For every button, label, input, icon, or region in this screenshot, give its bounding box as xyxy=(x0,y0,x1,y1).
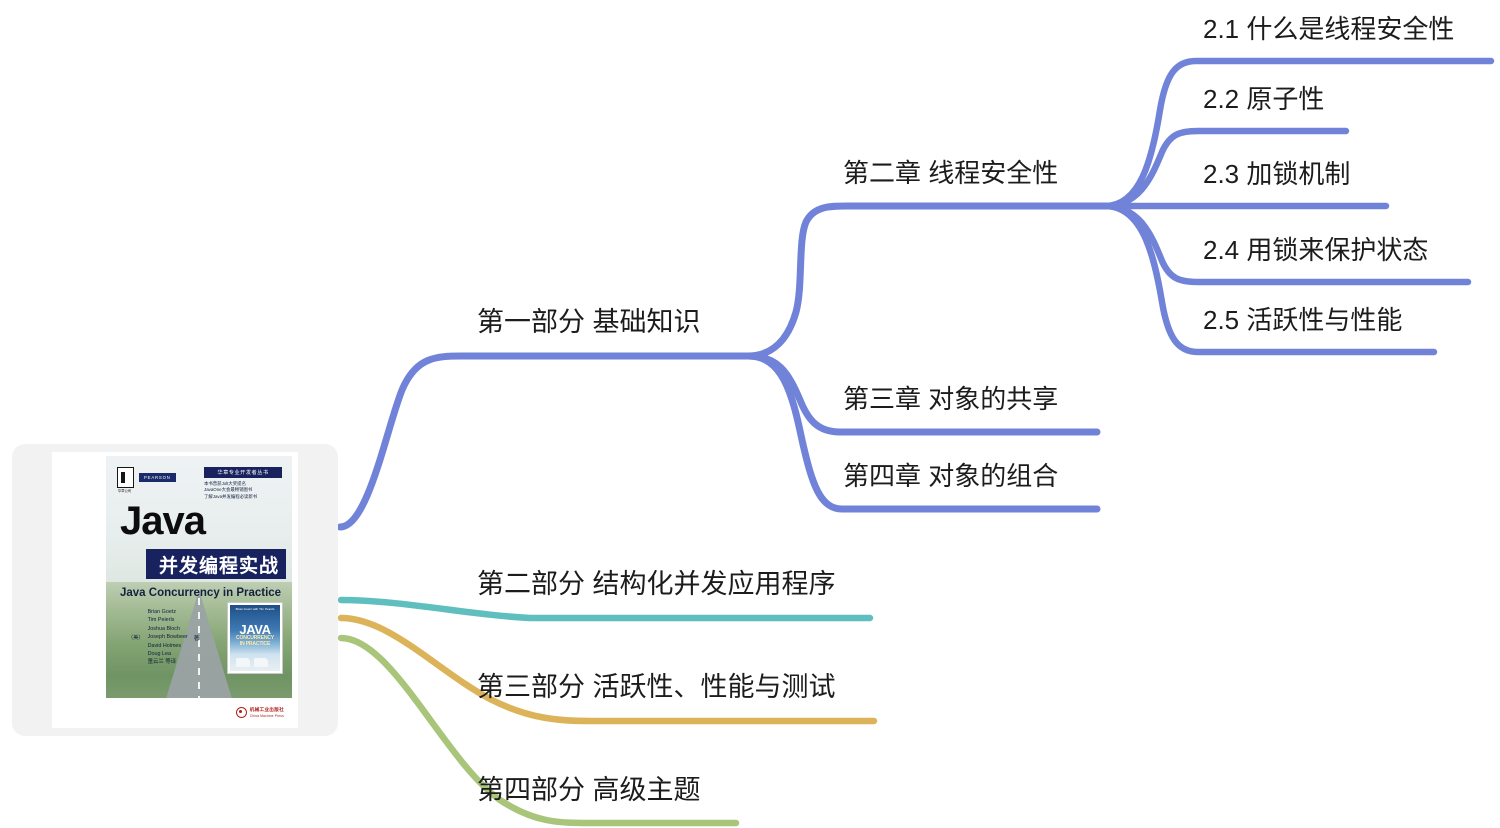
node-part-2[interactable]: 第二部分 结构化并发应用程序 xyxy=(477,569,836,599)
author-name: Tim Peierls xyxy=(147,617,175,624)
publisher-text: 机械工业出版社 China Machine Press xyxy=(250,707,284,718)
publisher-dot-icon xyxy=(235,707,247,718)
author-name: Joseph Bowbeer xyxy=(147,634,188,641)
publisher-name-cn: 机械工业出版社 xyxy=(249,707,284,712)
node-chapter-3[interactable]: 第三章 对象的共享 xyxy=(843,384,1059,414)
inset-original-cover: Brian Goetz with Tim Peierls JAVA CONCUR… xyxy=(227,602,283,674)
cover-bottom-band: 机械工业出版社 China Machine Press xyxy=(106,698,292,724)
node-part-1[interactable]: 第一部分 基础知识 xyxy=(477,307,701,337)
node-part-4[interactable]: 第四部分 高级主题 xyxy=(477,775,701,805)
book-translator: 童云兰 等译 xyxy=(147,659,177,666)
huazhang-logo-sub: 华章公司 xyxy=(118,489,132,493)
inset-cover-title: JAVA xyxy=(239,622,271,637)
node-section-2-5[interactable]: 2.5 活跃性与性能 xyxy=(1203,305,1403,335)
inset-car xyxy=(254,658,268,667)
node-part-3[interactable]: 第三部分 活跃性、性能与测试 xyxy=(477,672,836,702)
series-line: 本书曾获Jolt大奖提名 xyxy=(204,481,246,486)
author-name: Doug Lea xyxy=(147,650,171,657)
author-role-label: 著 xyxy=(193,635,200,642)
inset-cover-top-text: Brian Goetz with Tim Peierls xyxy=(235,607,275,611)
link-part-1-to-chapter-2 xyxy=(744,202,1109,360)
node-chapter-2[interactable]: 第二章 线程安全性 xyxy=(843,158,1059,188)
publisher-name-en: China Machine Press xyxy=(249,714,284,718)
publisher-marks: 华章公司 PEARSON xyxy=(117,467,176,493)
inset-cover-art: Brian Goetz with Tim Peierls JAVA CONCUR… xyxy=(230,605,280,671)
link-root-to-part-2 xyxy=(337,596,874,622)
book-white-frame: 华章公司 PEARSON 华章专业开发者丛书 本书曾获Jolt大奖提名 Java… xyxy=(52,452,298,728)
root-node-book-card[interactable]: 华章公司 PEARSON 华章专业开发者丛书 本书曾获Jolt大奖提名 Java… xyxy=(12,444,338,736)
link-root-to-part-1 xyxy=(336,352,752,531)
node-section-2-1[interactable]: 2.1 什么是线程安全性 xyxy=(1203,14,1455,44)
author-name: Joshua Bloch xyxy=(147,625,180,632)
node-section-2-2[interactable]: 2.2 原子性 xyxy=(1203,84,1325,114)
node-section-2-3[interactable]: 2.3 加锁机制 xyxy=(1203,159,1351,189)
author-name: Brian Goetz xyxy=(147,609,177,615)
book-cover-image: 华章公司 PEARSON 华章专业开发者丛书 本书曾获Jolt大奖提名 Java… xyxy=(106,456,292,724)
inset-car xyxy=(236,658,250,667)
cover-road-centerline xyxy=(198,598,200,698)
book-title-cn: 并发编程实战 xyxy=(146,549,286,579)
pearson-badge: PEARSON xyxy=(139,473,176,482)
author-list: Brian Goetz Tim Peierls Joshua Bloch Jos… xyxy=(148,608,188,667)
author-name: David Holmes xyxy=(147,642,182,649)
node-section-2-4[interactable]: 2.4 用锁来保护状态 xyxy=(1203,235,1429,265)
huazhang-logo-icon: 华章公司 xyxy=(117,467,134,493)
series-bar-title: 华章专业开发者丛书 xyxy=(204,467,282,478)
book-subtitle: Java Concurrency in Practice xyxy=(120,587,282,599)
inset-cover-cars xyxy=(236,658,268,667)
publisher-logo: 机械工业出版社 China Machine Press xyxy=(235,707,284,718)
series-lines: 本书曾获Jolt大奖提名 JavaOne大会最畅销图书 了解Java并发编程必读… xyxy=(204,481,282,500)
book-authors-block: （美） Brian Goetz Tim Peierls Joshua Bloch… xyxy=(128,608,199,667)
series-line: 了解Java并发编程必读新书 xyxy=(204,493,258,499)
node-chapter-4[interactable]: 第四章 对象的组合 xyxy=(843,461,1059,491)
series-block: 华章专业开发者丛书 本书曾获Jolt大奖提名 JavaOne大会最畅销图书 了解… xyxy=(204,467,282,500)
link-root-to-part-3 xyxy=(337,614,878,725)
series-line: JavaOne大会最畅销图书 xyxy=(204,487,253,493)
author-country-tag: （美） xyxy=(128,635,144,642)
book-title-en: Java xyxy=(120,499,206,543)
